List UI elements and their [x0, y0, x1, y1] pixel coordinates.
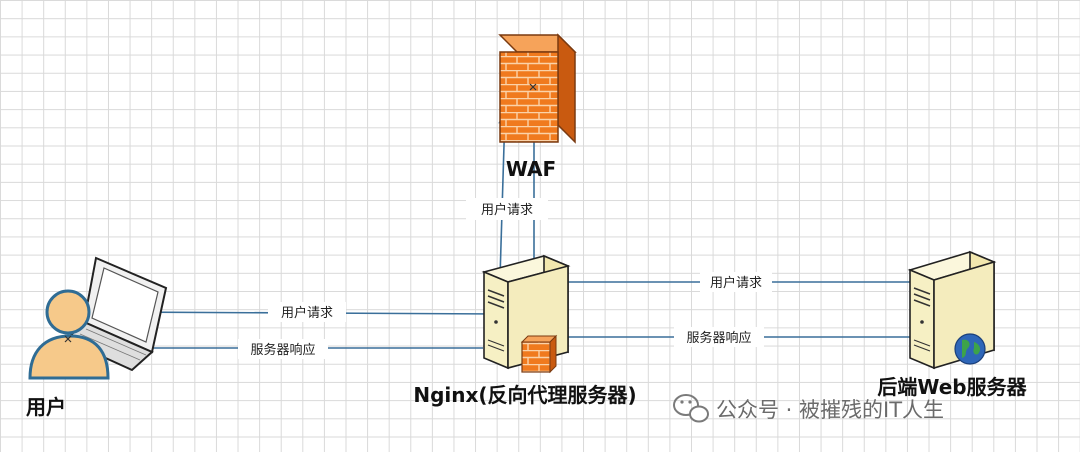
person-icon — [28, 289, 110, 380]
waf-label: WAF — [506, 157, 556, 181]
user-label: 用户 — [26, 395, 66, 419]
watermark-text: 公众号 · 被摧残的IT人生 — [716, 398, 944, 422]
firewall-icon — [498, 33, 577, 144]
nginx-node: Nginx(反向代理服务器) — [413, 254, 637, 407]
wechat-icon — [673, 394, 709, 423]
nginx-label: Nginx(反向代理服务器) — [413, 383, 636, 407]
user-node: 用户 — [26, 256, 168, 419]
firewall-icon — [520, 334, 558, 374]
globe-icon — [954, 333, 986, 365]
backend-label: 后端Web服务器 — [877, 375, 1027, 399]
edge-label-nginx-to-waf: 用户请求 — [481, 202, 533, 218]
server-icon — [907, 250, 997, 370]
edge-label-backend-to-nginx: 服务器响应 — [686, 330, 751, 346]
edge-label-user-to-nginx: 用户请求 — [281, 305, 333, 321]
backend-node: 后端Web服务器 — [877, 250, 1028, 399]
edge-label-nginx-to-backend: 用户请求 — [710, 275, 762, 291]
watermark: 公众号 · 被摧残的IT人生 — [673, 394, 944, 423]
waf-node: WAF — [498, 33, 577, 181]
edge-label-nginx-to-user: 服务器响应 — [250, 342, 315, 358]
laptop-icon — [64, 256, 168, 372]
